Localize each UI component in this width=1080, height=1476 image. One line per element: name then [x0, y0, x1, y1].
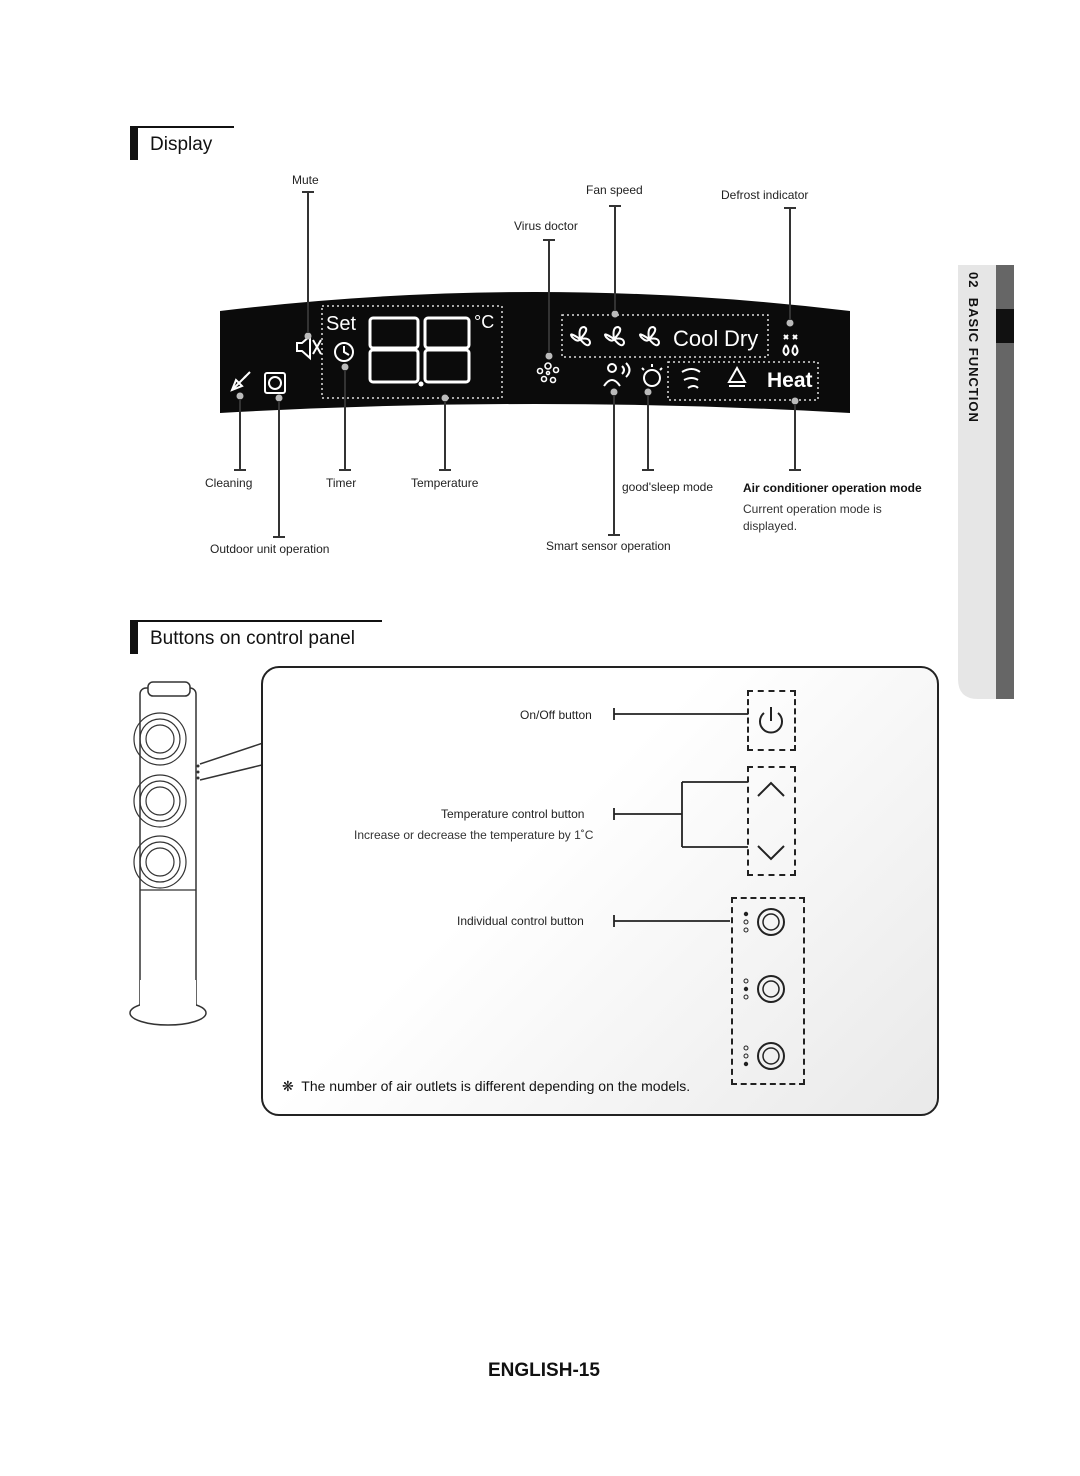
label-timer: Timer — [326, 476, 357, 490]
buttons-heading: Buttons on control panel — [150, 628, 355, 649]
side-tab — [958, 265, 1014, 699]
individual-button-2[interactable] — [740, 972, 790, 1012]
temp-up-button[interactable] — [754, 776, 788, 802]
button-diagram — [613, 708, 748, 927]
note-text: The number of air outlets is different d… — [301, 1078, 691, 1094]
buttons-heading-rule — [130, 620, 382, 622]
label-virus-doctor: Virus doctor — [514, 219, 578, 233]
side-tab-title: BASIC FUNCTION — [966, 297, 981, 423]
label-ac-mode-desc-1: Current operation mode is — [743, 502, 882, 516]
individual-button-1[interactable] — [740, 905, 790, 945]
label-temp-control-desc: Increase or decrease the temperature by … — [354, 828, 594, 842]
label-mute: Mute — [292, 173, 319, 187]
chevron-down-icon — [757, 845, 785, 861]
outlet-icon — [762, 1047, 780, 1065]
cleaning-icon — [230, 371, 251, 392]
label-temperature: Temperature — [411, 476, 479, 490]
side-tab-number: 02 — [966, 272, 981, 289]
mute-icon — [296, 333, 322, 361]
panel-unit-label: °C — [474, 312, 495, 332]
label-individual: Individual control button — [457, 914, 584, 928]
smart-sensor-icon — [603, 362, 631, 387]
label-on-off: On/Off button — [520, 708, 592, 722]
panel-dry-label: Dry — [724, 326, 759, 351]
on-off-button-frame — [747, 690, 796, 751]
wind-free-icon — [681, 368, 701, 389]
outlet-icon — [762, 913, 780, 931]
indoor-unit-illustration — [129, 681, 267, 1026]
fast-icon — [727, 365, 747, 387]
display-heading: Display — [150, 134, 213, 155]
defrost-icon — [782, 334, 799, 357]
buttons-heading-bar — [130, 620, 138, 654]
display-heading-rule — [130, 126, 234, 128]
display-panel-diagram — [220, 191, 850, 538]
good-sleep-icon — [641, 364, 663, 387]
chevron-up-icon — [757, 781, 785, 797]
display-heading-bar — [130, 126, 138, 160]
outdoor-unit-icon — [264, 372, 286, 394]
label-smart-sensor: Smart sensor operation — [546, 539, 671, 553]
label-cleaning: Cleaning — [205, 476, 253, 490]
individual-button-frame — [731, 897, 805, 1085]
temp-button-frame — [747, 766, 796, 876]
label-fan-speed: Fan speed — [586, 183, 643, 197]
control-panel-callout — [261, 666, 939, 1116]
note-symbol: ❋ — [282, 1078, 294, 1094]
outlet-icon — [762, 980, 780, 998]
panel-set-label: Set — [326, 313, 357, 335]
label-ac-mode: Air conditioner operation mode — [743, 481, 922, 495]
digit-display — [368, 316, 471, 384]
power-icon — [759, 707, 783, 734]
label-good-sleep: good'sleep mode — [622, 480, 714, 494]
temp-down-button[interactable] — [754, 840, 788, 866]
panel-cool-label: Cool — [673, 326, 719, 351]
panel-heat-label: Heat — [767, 369, 813, 392]
virus-doctor-icon — [536, 362, 560, 384]
page-number: ENGLISH-15 — [488, 1360, 600, 1381]
outlet-note: ❋ The number of air outlets is different… — [282, 1078, 690, 1095]
label-ac-mode-desc-2: displayed. — [743, 519, 798, 533]
fan-speed-icon — [570, 325, 661, 347]
label-defrost: Defrost indicator — [721, 188, 809, 202]
individual-button-3[interactable] — [740, 1039, 790, 1079]
side-tab-label: 02 BASIC FUNCTION — [966, 272, 981, 423]
label-temp-control: Temperature control button — [441, 807, 585, 821]
on-off-button[interactable] — [754, 703, 788, 739]
timer-icon — [334, 342, 354, 362]
label-outdoor: Outdoor unit operation — [210, 542, 330, 556]
